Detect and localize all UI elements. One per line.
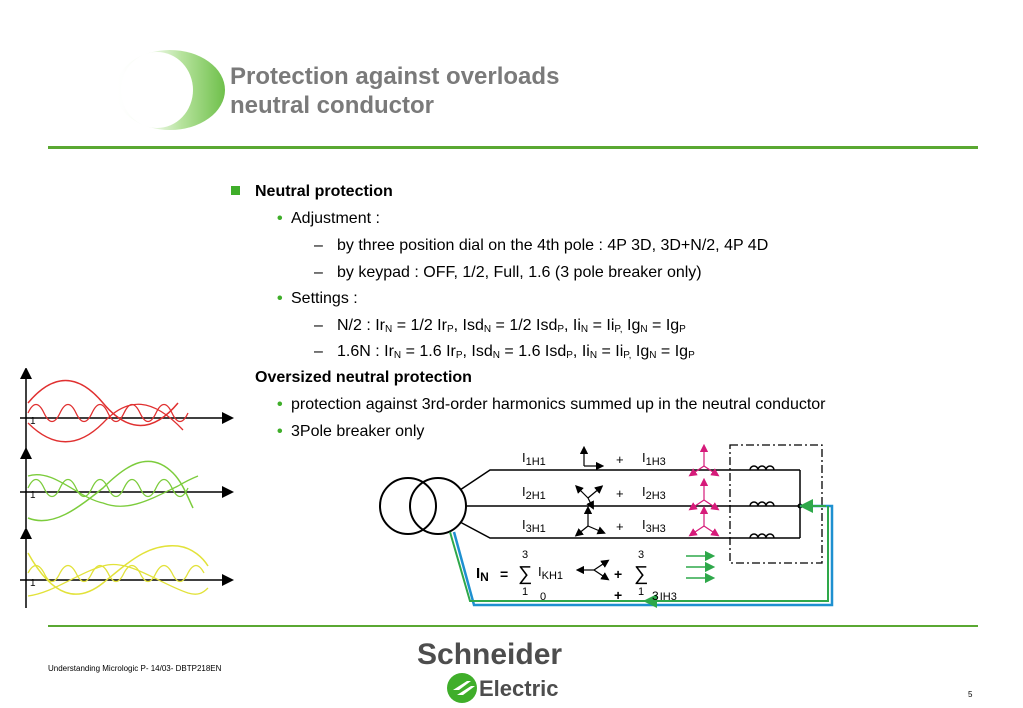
heading-oversized-neutral: Oversized neutral protection <box>255 369 472 386</box>
transformer-secondary <box>409 477 467 535</box>
harmonic-waveforms: 1 1 1 <box>20 368 234 608</box>
label-in: IN <box>476 565 489 584</box>
brand-mark <box>447 673 477 703</box>
label-i1h1: I1H1 <box>522 450 546 468</box>
footer-reference: Understanding Micrologic P- 14/03- DBTP2… <box>48 664 222 673</box>
label-i3h3: I3H3 <box>642 517 666 535</box>
sigma: ∑ <box>634 563 648 585</box>
three-ih3: 3IH3 <box>652 589 677 603</box>
item-3pole: 3Pole breaker only <box>291 423 425 440</box>
title-line-1: Protection against overloads <box>230 63 560 90</box>
setting-half-neutral: N/2 : IrN = 1/2 IrP, IsdN = 1/2 IsdP, Ii… <box>337 317 686 335</box>
wave-green-fundamental <box>27 460 194 522</box>
label-i3h1: I3H1 <box>522 517 546 535</box>
label-i2h3: I2H3 <box>642 484 666 502</box>
neutral-sum-equation: IN = 3 ∑ 1 IKH1 0 + + 3 ∑ 1 3IH3 <box>476 549 716 603</box>
wave-marker-label: 1 <box>30 416 36 427</box>
zero: 0 <box>540 591 546 603</box>
equals: = <box>500 566 508 582</box>
vectors-row-3 <box>574 505 720 537</box>
wave-red-fundamental <box>27 379 179 427</box>
dash: – <box>314 317 323 334</box>
coil-2 <box>749 501 775 507</box>
setting-oversized-neutral: 1.6N : IrN = 1.6 IrP, IsdN = 1.6 IsdP, I… <box>337 343 695 361</box>
page-title: Protection against overloads neutral con… <box>230 62 559 120</box>
dash: – <box>314 264 323 281</box>
wave-yellow-harmonic <box>27 564 205 583</box>
neutral-circuit-diagram: I1H1 + I1H3 I2H1 + I2H3 I3H1 + I3H3 IN = <box>379 443 834 608</box>
sum-top: 3 <box>638 549 644 561</box>
sigma: ∑ <box>518 563 532 585</box>
sum-bottom: 1 <box>522 586 528 598</box>
phase-wire-3 <box>459 521 730 539</box>
header-divider <box>48 146 978 149</box>
bullet-dot: • <box>277 396 283 413</box>
transformer-primary <box>379 477 437 535</box>
bullet-dot: • <box>277 210 283 227</box>
section-bullet <box>231 186 240 195</box>
sum-top: 3 <box>522 549 528 561</box>
sum-bottom: 1 <box>638 586 644 598</box>
phase-wire-1 <box>459 469 730 491</box>
item-harmonics: protection against 3rd-order harmonics s… <box>291 396 826 413</box>
wave-marker-label: 1 <box>30 578 36 589</box>
coil-3 <box>749 533 775 539</box>
title-line-2: neutral conductor <box>230 92 435 119</box>
wave-red-sum <box>27 403 184 443</box>
footer-divider <box>48 625 978 627</box>
header-decoration <box>115 50 225 130</box>
wave-yellow-fundamental <box>27 545 209 595</box>
vectors-row-1 <box>579 443 720 477</box>
label-ikh1: IKH1 <box>538 564 563 582</box>
plus: + <box>616 519 624 534</box>
page-number: 5 <box>968 690 973 699</box>
bullet-dot: • <box>277 423 283 440</box>
dash: – <box>314 343 323 360</box>
adjustment-item-dial: by three position dial on the 4th pole :… <box>337 237 769 254</box>
dash: – <box>314 237 323 254</box>
wave-yellow-sum <box>27 563 209 597</box>
wave-marker-label: 1 <box>30 490 36 501</box>
plus: + <box>616 452 624 467</box>
coil-1 <box>749 465 775 471</box>
heading-neutral-protection: Neutral protection <box>255 183 393 200</box>
wave-red-harmonic <box>27 403 189 423</box>
adjustment-item-keypad: by keypad : OFF, 1/2, Full, 1.6 (3 pole … <box>337 264 702 281</box>
brand-name: Schneider <box>417 638 562 671</box>
label-i2h1: I2H1 <box>522 484 546 502</box>
bullet-dot: • <box>277 290 283 307</box>
wave-green-sum <box>27 474 199 507</box>
plus: + <box>614 587 622 603</box>
plus: + <box>616 486 624 501</box>
brand-subname: Electric <box>479 676 559 701</box>
settings-label: Settings : <box>291 290 358 307</box>
schneider-electric-logo: Schneider Electric <box>417 638 562 703</box>
load-box <box>729 444 823 564</box>
vectors-row-2 <box>575 477 720 511</box>
plus: + <box>614 566 622 582</box>
adjustment-label: Adjustment : <box>291 210 380 227</box>
label-i1h3: I1H3 <box>642 450 666 468</box>
wave-green-harmonic <box>27 478 189 498</box>
